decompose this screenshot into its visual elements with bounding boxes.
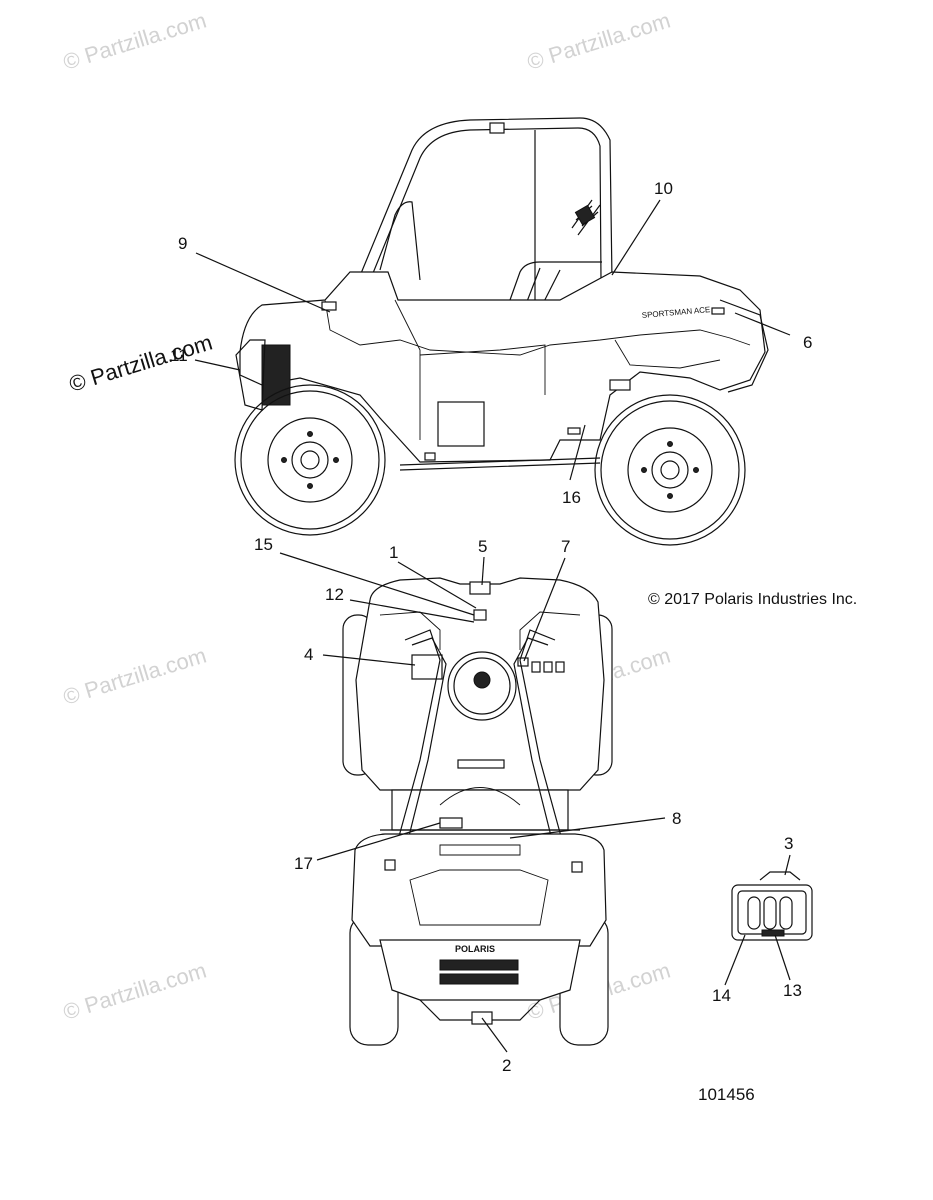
callout-8: 8 [672, 809, 681, 828]
watermark-mid-left: © Partzilla.com [60, 643, 209, 710]
watermark-top-left: © Partzilla.com [60, 8, 209, 75]
side-view: SPORTSMAN ACE [234, 117, 769, 546]
part-number: 101456 [698, 1085, 755, 1104]
callout-5: 5 [478, 537, 487, 556]
top-view: POLARIS [342, 577, 613, 1046]
callout-2: 2 [502, 1056, 511, 1075]
callout-16: 16 [562, 488, 581, 507]
callout-17: 17 [294, 854, 313, 873]
callout-4: 4 [304, 645, 313, 664]
copyright-notice: © 2017 Polaris Industries Inc. [648, 591, 857, 608]
callout-11: 11 [170, 346, 188, 365]
watermark-dark: © Partzilla.com [66, 330, 215, 397]
callout-15: 15 [254, 535, 273, 554]
leader-lines [194, 199, 791, 1053]
detail-part [731, 871, 813, 941]
callout-1: 1 [389, 543, 398, 562]
callout-10: 10 [654, 179, 673, 198]
watermark-bottom-left: © Partzilla.com [60, 958, 209, 1025]
callout-3: 3 [784, 834, 793, 853]
watermark-top-right: © Partzilla.com [524, 8, 673, 75]
front-decal-text: POLARIS [455, 944, 495, 954]
callout-14: 14 [712, 986, 731, 1005]
callout-12: 12 [325, 585, 344, 604]
callouts: 1 2 3 4 5 6 7 8 9 10 11 12 13 14 15 16 1… [170, 179, 812, 1075]
callout-13: 13 [783, 981, 802, 1000]
callout-7: 7 [561, 537, 570, 556]
callout-6: 6 [803, 333, 812, 352]
callout-9: 9 [178, 234, 187, 253]
